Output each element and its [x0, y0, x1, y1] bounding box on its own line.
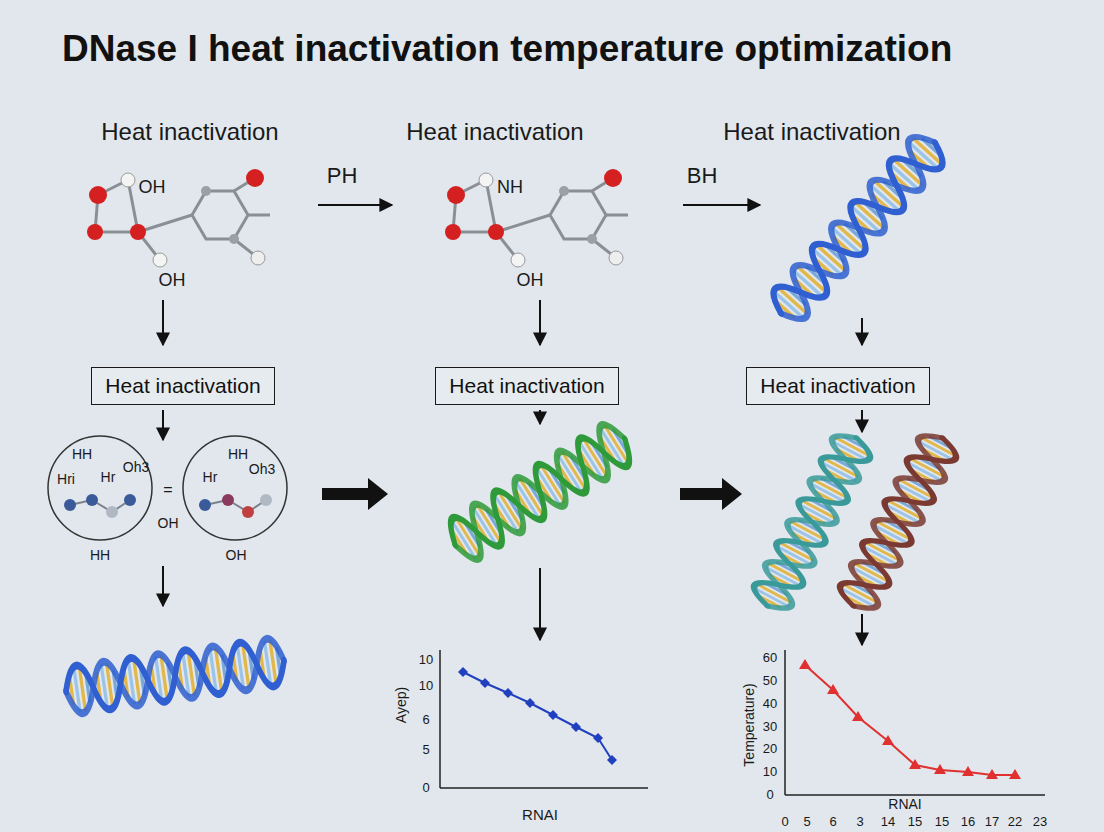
atom-label: NH — [497, 178, 523, 198]
atom-label: OH — [158, 516, 179, 531]
atom-label: HH — [228, 447, 248, 462]
axis-label: 10 — [763, 765, 777, 779]
molecule — [87, 169, 270, 267]
column-heading: Heat inactivation — [406, 119, 583, 145]
axis-label: 50 — [763, 674, 777, 688]
process-box: Heat inactivation — [746, 367, 930, 405]
atom-label: Oh3 — [123, 460, 149, 475]
atom-label: OH — [517, 271, 544, 291]
process-box: Heat inactivation — [435, 367, 619, 405]
axis-label: 23 — [1033, 815, 1047, 829]
axis-label: Temperature) — [742, 683, 757, 766]
axis-label: 5 — [803, 815, 810, 829]
axis-label: 0 — [766, 788, 773, 802]
molecule — [445, 169, 628, 267]
axis-label: 0 — [781, 815, 788, 829]
axis-label: 0 — [422, 781, 429, 795]
atom-label: Hri — [57, 472, 75, 487]
atom-label: HH — [72, 447, 92, 462]
box-label: Heat inactivation — [760, 374, 915, 398]
axis-label: 6 — [422, 713, 429, 727]
axis-label: 30 — [763, 720, 777, 734]
atom-label: PH — [327, 164, 358, 188]
axis-label: RNAI — [522, 807, 558, 824]
axis-label: RNAI — [888, 797, 921, 812]
atom-label: HH — [90, 548, 110, 563]
axis-label: 14 — [881, 815, 895, 829]
axis-label: 6 — [829, 815, 836, 829]
atom-label: Oh3 — [249, 462, 275, 477]
axis-label: 5 — [422, 743, 429, 757]
axis-label: Ayep) — [394, 687, 409, 723]
axis-label: 3 — [856, 815, 863, 829]
axis-label: 17 — [985, 815, 999, 829]
box-label: Heat inactivation — [105, 374, 260, 398]
axis-label: 16 — [961, 815, 975, 829]
axis-label: 20 — [763, 742, 777, 756]
process-box: Heat inactivation — [91, 367, 275, 405]
atom-label: Hr — [203, 470, 218, 485]
atom-label: Hr — [101, 470, 116, 485]
axis-label: 60 — [763, 651, 777, 665]
diagram-title: DNase I heat inactivation temperature op… — [62, 28, 952, 70]
atom-label: = — [163, 481, 172, 499]
atom-label: OH — [139, 178, 166, 198]
box-label: Heat inactivation — [449, 374, 604, 398]
column-heading: Heat inactivation — [101, 119, 278, 145]
axis-label: 10 — [419, 679, 433, 693]
axis-label: 15 — [908, 815, 922, 829]
axis-label: 40 — [763, 697, 777, 711]
atom-label: OH — [159, 271, 186, 291]
atom-label: OH — [226, 548, 247, 563]
column-heading: Heat inactivation — [723, 119, 900, 145]
axis-label: 10 — [419, 653, 433, 667]
axis-label: 15 — [935, 815, 949, 829]
atom-label: BH — [687, 164, 718, 188]
axis-label: 22 — [1008, 815, 1022, 829]
